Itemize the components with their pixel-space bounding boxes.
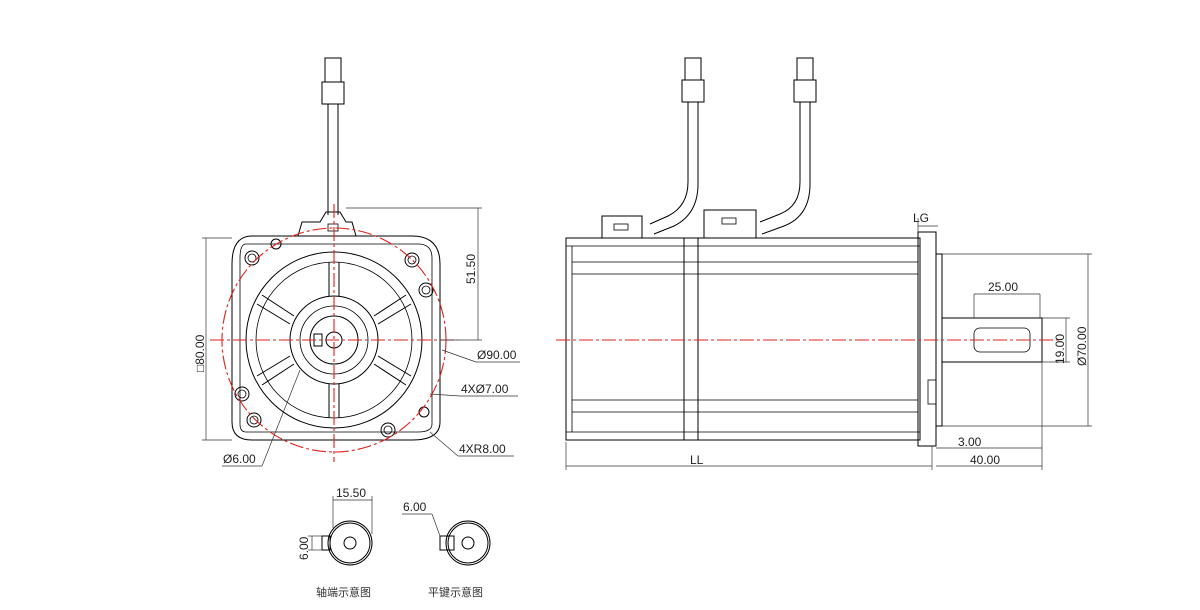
motor-body [565, 237, 921, 441]
shaft-length-dim: 25.00 [988, 280, 1018, 294]
square-flange-dim: □80.00 [193, 334, 207, 372]
side-cable-2 [759, 57, 817, 235]
square-flange [231, 235, 441, 441]
front-cable [321, 57, 345, 215]
flat-key-detail [402, 513, 491, 566]
front-view: □80.00 51.50 Ø90.00 4XØ7.00 4XR8.00 Ø6.0… [193, 57, 520, 467]
shaft-end-detail [308, 496, 373, 566]
flange-step-dim: 3.00 [958, 435, 982, 449]
shaft-end-caption: 轴端示意图 [316, 585, 371, 599]
pitch-circle-dim: Ø90.00 [477, 348, 517, 362]
flange-height-dim: 51.50 [464, 254, 478, 284]
spokes [256, 262, 412, 418]
side-cable-1 [649, 57, 705, 235]
side-view: LG LL 25.00 19.00 Ø70.00 3.00 40.00 [556, 57, 1092, 470]
ll-label: LL [690, 453, 704, 467]
mount-flange [917, 231, 937, 447]
shaft-bore-dim: Ø6.00 [223, 452, 256, 466]
lg-label: LG [913, 211, 929, 225]
body-band [683, 237, 699, 441]
connector-tab [297, 211, 357, 237]
pilot-diameter-dim: Ø70.00 [1075, 326, 1089, 366]
shaft-end-key-dim: 6.00 [297, 536, 311, 560]
side-connector-1 [601, 215, 643, 239]
corner-radius-dim: 4XR8.00 [459, 442, 506, 456]
mounting-holes-dim: 4XØ7.00 [461, 382, 509, 396]
mounting-holes [234, 238, 434, 438]
total-shaft-dim: 40.00 [970, 453, 1000, 467]
side-dimensions [565, 218, 1092, 470]
front-dimensions [202, 207, 520, 467]
flat-key-caption: 平键示意图 [428, 585, 483, 599]
flat-key-width-dim: 6.00 [403, 500, 427, 514]
shaft-end-width-dim: 15.50 [336, 486, 366, 500]
key-width-dim: 19.00 [1053, 334, 1067, 364]
